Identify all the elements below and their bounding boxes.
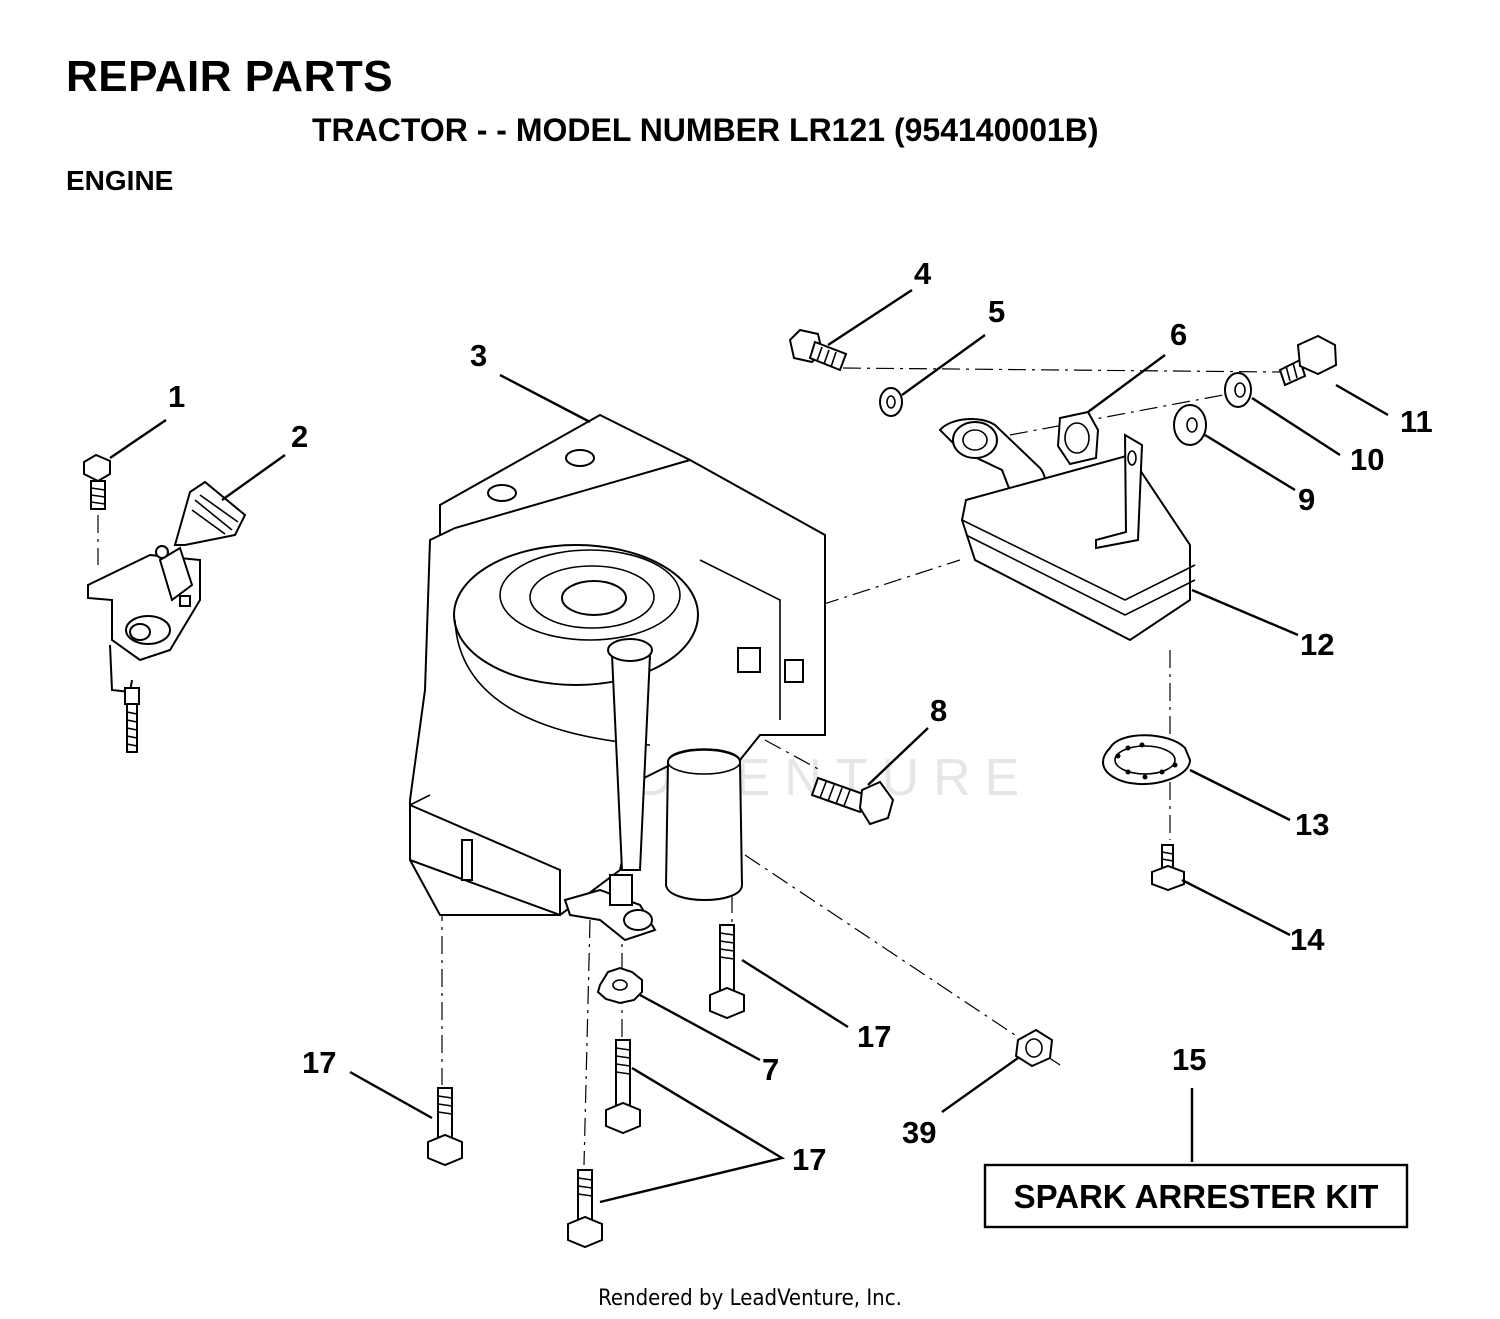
part-7-lockwasher [596, 966, 643, 1005]
model-subtitle: TRACTOR - - MODEL NUMBER LR121 (95414000… [312, 112, 1099, 148]
callout-10: 10 [1350, 442, 1384, 477]
section-heading: ENGINE [66, 165, 174, 196]
callout-6: 6 [1170, 317, 1187, 352]
callout-12: 12 [1300, 627, 1334, 662]
page-title: REPAIR PARTS [66, 52, 394, 101]
part-8-bolt [810, 776, 895, 826]
callouts: 1 2 3 4 5 6 7 8 9 10 11 12 13 14 15 17 1… [168, 256, 1433, 1177]
part-39-nut [1014, 1028, 1054, 1068]
part-1-bolt [83, 453, 111, 510]
part-10-washer [1224, 372, 1252, 408]
callout-39: 39 [902, 1115, 936, 1150]
part-9-washer [1173, 404, 1207, 446]
part-3-engine [409, 413, 826, 942]
callout-15: 15 [1172, 1042, 1206, 1077]
part-4-bolt [788, 328, 848, 372]
footer-credit: Rendered by LeadVenture, Inc. [598, 1286, 902, 1311]
callout-14: 14 [1290, 922, 1325, 957]
callout-8: 8 [930, 693, 947, 728]
part-17-bolt-d [709, 924, 745, 1020]
callout-13: 13 [1295, 807, 1329, 842]
kit-label: SPARK ARRESTER KIT [1014, 1178, 1379, 1215]
callout-11: 11 [1400, 404, 1433, 439]
callout-3: 3 [470, 338, 487, 373]
part-17-bolt-a [427, 1087, 463, 1167]
callout-1: 1 [168, 379, 185, 414]
leader-lines [109, 288, 1389, 1204]
callout-9: 9 [1298, 482, 1315, 517]
part-17-bolt-b [605, 1039, 641, 1135]
part-13-screen [1102, 734, 1192, 786]
part-12-muffler [960, 433, 1196, 642]
exhaust-pipe [938, 418, 1047, 502]
part-17-bolt-c [567, 1169, 603, 1249]
part-6-gasket [1056, 410, 1100, 466]
spark-arrester-kit-box: SPARK ARRESTER KIT [983, 1163, 1409, 1229]
part-2-throttle-control [87, 480, 247, 753]
callout-4: 4 [914, 256, 932, 291]
callout-2: 2 [291, 419, 308, 454]
callout-17-bottom: 17 [792, 1142, 826, 1177]
part-11-bolt [1278, 334, 1338, 387]
callout-5: 5 [988, 294, 1005, 329]
callout-17-right: 17 [857, 1019, 891, 1054]
callout-7: 7 [762, 1052, 779, 1087]
callout-17-left: 17 [302, 1045, 336, 1080]
part-5-washer [879, 387, 903, 417]
part-14-screw [1151, 844, 1185, 892]
